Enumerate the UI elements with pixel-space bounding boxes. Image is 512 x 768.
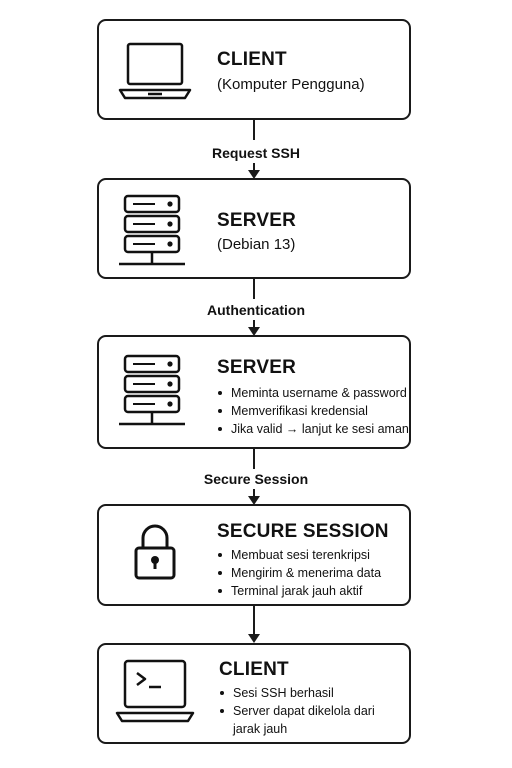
connector-line bbox=[253, 606, 255, 636]
node-title: SERVER bbox=[217, 210, 296, 231]
arrow-down-icon bbox=[248, 634, 260, 643]
bullet-list: Sesi SSH berhasil Server dapat dikelola … bbox=[219, 684, 393, 738]
node-subtitle: (Komputer Pengguna) bbox=[217, 76, 365, 93]
connector-line bbox=[253, 449, 255, 469]
arrow-down-icon bbox=[248, 170, 260, 179]
client-node: CLIENT (Komputer Pengguna) bbox=[97, 19, 411, 120]
server-icon bbox=[119, 194, 185, 266]
list-item: Terminal jarak jauh aktif bbox=[217, 582, 381, 600]
node-title: SECURE SESSION bbox=[217, 521, 389, 542]
connector-line bbox=[253, 120, 255, 140]
arrow-down-icon bbox=[248, 496, 260, 505]
edge-label-authentication: Authentication bbox=[207, 302, 305, 318]
connector-line bbox=[253, 163, 255, 171]
list-item: Membuat sesi terenkripsi bbox=[217, 546, 381, 564]
bullet-list: Meminta username & password Memverifikas… bbox=[217, 384, 409, 438]
client-final-node: CLIENT Sesi SSH berhasil Server dapat di… bbox=[97, 643, 411, 744]
edge-label-secure-session: Secure Session bbox=[203, 471, 309, 487]
list-item: Mengirim & menerima data bbox=[217, 564, 381, 582]
node-title: CLIENT bbox=[217, 49, 287, 70]
list-item: Meminta username & password bbox=[217, 384, 409, 402]
list-item: Server dapat dikelola dari jarak jauh bbox=[219, 702, 393, 738]
list-item: Jika valid → lanjut ke sesi aman bbox=[217, 420, 409, 438]
connector-line bbox=[253, 320, 255, 329]
edge-label-request-ssh: Request SSH bbox=[212, 145, 300, 161]
bullet-list: Membuat sesi terenkripsi Mengirim & mene… bbox=[217, 546, 381, 600]
list-item: Sesi SSH berhasil bbox=[219, 684, 393, 702]
server-icon bbox=[119, 354, 185, 426]
laptop-icon bbox=[118, 42, 192, 100]
list-item: Memverifikasi kredensial bbox=[217, 402, 409, 420]
node-title: CLIENT bbox=[219, 659, 289, 680]
lock-icon bbox=[134, 524, 176, 580]
terminal-laptop-icon bbox=[115, 659, 195, 723]
connector-line bbox=[253, 279, 255, 299]
server-auth-node: SERVER Meminta username & password Memve… bbox=[97, 335, 411, 449]
connector-line bbox=[253, 489, 255, 498]
node-title: SERVER bbox=[217, 357, 296, 378]
node-subtitle: (Debian 13) bbox=[217, 236, 296, 253]
arrow-down-icon bbox=[248, 327, 260, 336]
secure-session-node: SECURE SESSION Membuat sesi terenkripsi … bbox=[97, 504, 411, 606]
server-node: SERVER (Debian 13) bbox=[97, 178, 411, 279]
